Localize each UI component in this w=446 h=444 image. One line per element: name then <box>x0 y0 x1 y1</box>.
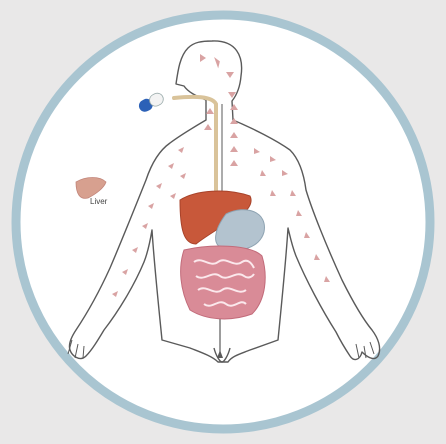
intestines-organ <box>181 246 266 319</box>
liver-label: Liver <box>90 197 107 206</box>
